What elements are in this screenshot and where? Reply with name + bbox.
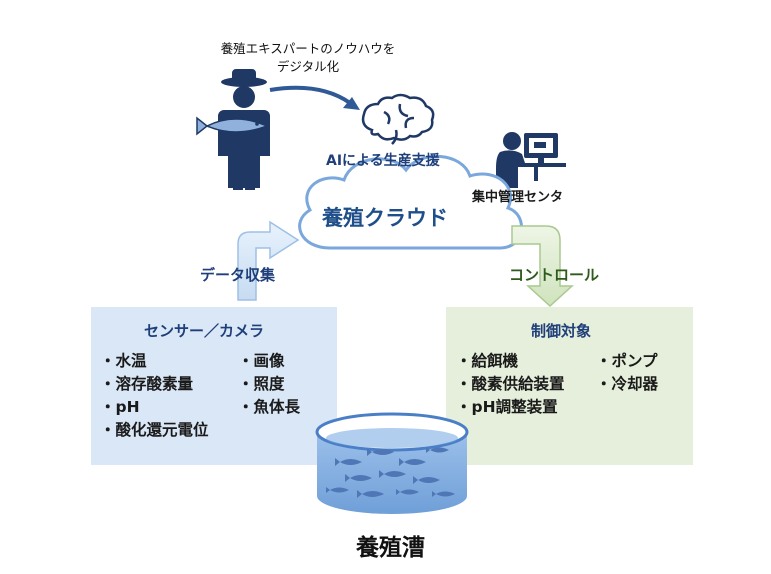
tank-label: 養殖漕 [356,535,425,561]
control-item: 冷却器 [596,373,659,396]
control-panel-title: 制御対象 [531,322,592,340]
sensor-panel-title: センサー／カメラ [144,322,265,340]
sensor-list-right: 画像 照度 魚体長 [238,350,301,419]
sensor-item: 魚体長 [238,396,301,419]
sensor-item: pH [100,396,209,419]
expert-to-ai-arrow [269,85,352,105]
sensor-item: 画像 [238,350,300,373]
center-label: 集中管理センタ [472,190,564,205]
control-item: 酸素供給装置 [456,373,565,396]
expert-caption-line2: デジタル化 [276,59,340,74]
cloud-shape [298,155,523,250]
sensor-list-left: 水温 溶存酸素量 pH 酸化還元電位 [100,350,209,442]
control-label: コントロール [509,266,600,284]
fish-held-icon [196,116,269,136]
sensor-item: 溶存酸素量 [100,373,209,396]
control-list-right: ポンプ 冷却器 [596,350,659,396]
expert-caption-line1: 養殖エキスパートのノウハウを [220,41,396,56]
tank-icon [315,412,469,514]
control-item: pH調整装置 [456,396,565,419]
cloud-label: 養殖クラウド [322,206,448,230]
control-list-left: 給餌機 酸素供給装置 pH調整装置 [456,350,565,419]
control-item: 給餌機 [456,350,565,373]
sensor-item: 照度 [238,373,300,396]
ai-label: AIによる生産支援 [326,153,440,169]
control-center-icon [496,132,566,188]
brain-icon [361,93,435,145]
sensor-item: 酸化還元電位 [100,419,209,442]
data-collection-arrow [237,220,300,301]
expert-caption: 養殖エキスパートのノウハウを デジタル化 [188,40,428,76]
fish-school-icon [326,447,455,498]
expert-to-ai-arrowhead [343,97,360,110]
data-collection-label: データ収集 [200,266,276,284]
sensor-item: 水温 [100,350,209,373]
control-arrow [511,225,574,308]
control-item: ポンプ [596,350,658,373]
